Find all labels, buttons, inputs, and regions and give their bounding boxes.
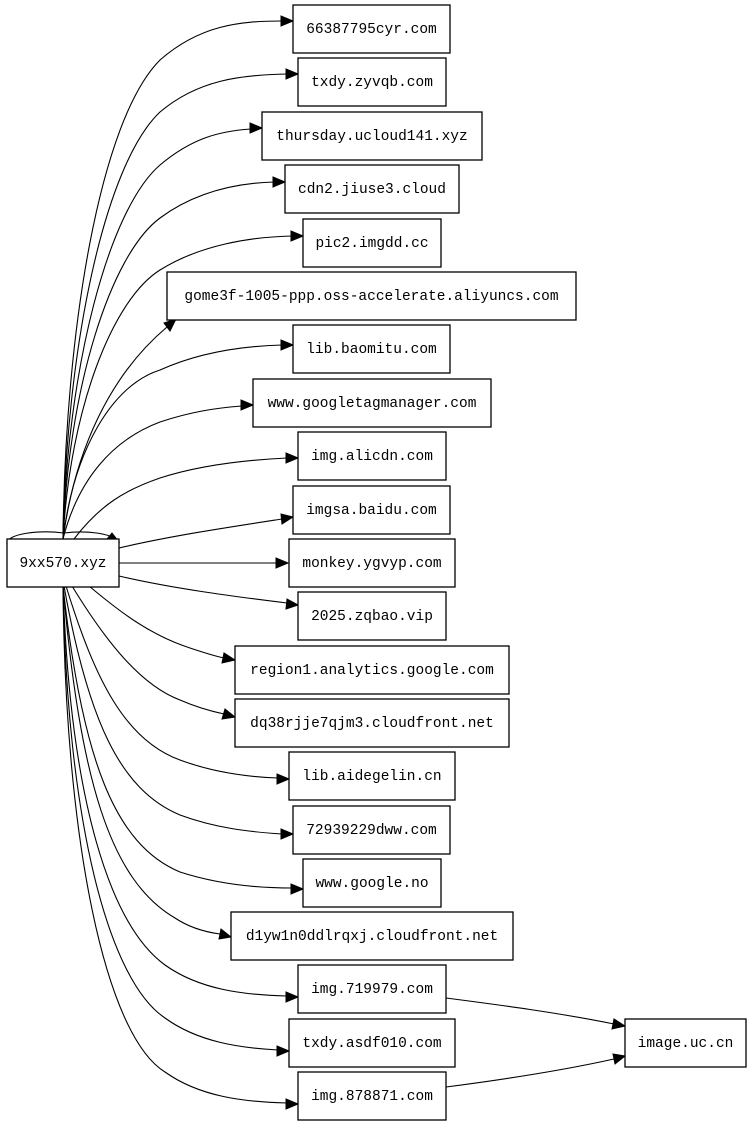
arrowhead [285, 1098, 300, 1110]
edge [62, 344, 283, 540]
node-target[interactable]: d1yw1n0ddlrqxj.cloudfront.net [230, 911, 514, 961]
edges [6, 15, 627, 1110]
node-source[interactable]: 9xx570.xyz [6, 538, 120, 588]
arrowhead [290, 883, 305, 895]
arrowhead [249, 122, 264, 134]
arrowhead [218, 928, 233, 940]
edge [88, 585, 225, 659]
arrowhead [280, 339, 295, 351]
node-target[interactable]: img.alicdn.com [297, 431, 447, 481]
arrowhead [240, 399, 255, 411]
node-target[interactable]: www.google.no [302, 858, 442, 908]
node-target[interactable]: img.719979.com [297, 964, 447, 1014]
node-target[interactable]: img.878871.com [297, 1071, 447, 1121]
node-target[interactable]: monkey.ygvyp.com [288, 538, 456, 588]
node-label: cdn2.jiuse3.cloud [298, 182, 446, 198]
node-target[interactable]: lib.baomitu.com [292, 324, 451, 374]
node-target[interactable]: imgsa.baidu.com [292, 485, 451, 535]
arrowhead [276, 1045, 291, 1057]
node-label: img.719979.com [311, 982, 433, 998]
node-target[interactable]: txdy.zyvqb.com [297, 57, 447, 107]
arrowhead [285, 452, 300, 464]
arrowhead [221, 652, 237, 664]
node-target[interactable]: 2025.zqbao.vip [297, 591, 447, 641]
arrowhead [612, 1053, 627, 1065]
node-label: monkey.ygvyp.com [302, 556, 441, 572]
arrowhead [280, 828, 295, 840]
node-label: d1yw1n0ddlrqxj.cloudfront.net [246, 929, 498, 945]
edge [62, 585, 279, 1051]
node-label: www.googletagmanager.com [268, 396, 477, 412]
arrowhead [276, 773, 291, 785]
edge [62, 326, 168, 540]
edge [73, 457, 288, 540]
arrowhead [280, 15, 295, 27]
node-target[interactable]: lib.aidegelin.cn [288, 751, 456, 801]
node-target[interactable]: txdy.asdf010.com [288, 1018, 456, 1068]
arrowhead [290, 230, 305, 242]
node-label: www.google.no [315, 876, 428, 892]
node-label: dq38rjje7qjm3.cloudfront.net [250, 716, 494, 732]
edge [62, 585, 221, 935]
node-target[interactable]: pic2.imgdd.cc [302, 218, 442, 268]
node-label: image.uc.cn [638, 1036, 734, 1052]
edge [71, 585, 225, 715]
edge [62, 128, 252, 540]
arrowhead [285, 68, 300, 80]
arrowhead [272, 176, 287, 188]
edge [62, 235, 293, 540]
nodes: 9xx570.xyz 66387795cyr.com txdy.zyvqb.co… [6, 4, 747, 1121]
edge [445, 1058, 615, 1088]
arrowhead [611, 1018, 627, 1030]
edge [118, 518, 283, 549]
node-label: img.878871.com [311, 1089, 433, 1105]
node-target[interactable]: 72939229dww.com [292, 805, 451, 855]
edge [118, 575, 288, 604]
edge [62, 73, 288, 540]
arrowhead [285, 991, 300, 1003]
node-label: region1.analytics.google.com [250, 663, 494, 679]
arrowhead [221, 708, 237, 720]
edge [62, 585, 288, 997]
node-label: lib.baomitu.com [306, 342, 437, 358]
node-label: gome3f-1005-ppp.oss-accelerate.aliyuncs.… [184, 289, 558, 305]
edge [62, 181, 275, 540]
node-label: imgsa.baidu.com [306, 503, 437, 519]
node-label: 9xx570.xyz [19, 556, 106, 572]
edge [62, 585, 293, 889]
node-label: thursday.ucloud141.xyz [276, 129, 467, 145]
edge [63, 585, 283, 835]
edge [62, 405, 243, 540]
node-target[interactable]: cdn2.jiuse3.cloud [284, 164, 460, 214]
node-target[interactable]: region1.analytics.google.com [234, 645, 510, 695]
edge [62, 585, 288, 1104]
node-label: txdy.zyvqb.com [311, 75, 433, 91]
node-target[interactable]: thursday.ucloud141.xyz [261, 111, 483, 161]
node-label: pic2.imgdd.cc [315, 236, 428, 252]
edge [445, 997, 615, 1025]
node-label: txdy.asdf010.com [302, 1036, 441, 1052]
node-label: 66387795cyr.com [306, 22, 437, 38]
arrowhead [163, 318, 177, 332]
node-target[interactable]: gome3f-1005-ppp.oss-accelerate.aliyuncs.… [166, 271, 577, 321]
node-label: 72939229dww.com [306, 823, 437, 839]
node-target[interactable]: dq38rjje7qjm3.cloudfront.net [234, 698, 510, 748]
arrowhead [280, 513, 295, 525]
edge [65, 585, 279, 779]
node-label: lib.aidegelin.cn [302, 769, 441, 785]
node-target[interactable]: 66387795cyr.com [292, 4, 451, 54]
arrowhead [285, 598, 300, 610]
node-target[interactable]: www.googletagmanager.com [252, 378, 492, 428]
arrowhead [275, 557, 290, 569]
node-label: img.alicdn.com [311, 449, 433, 465]
node-label: 2025.zqbao.vip [311, 609, 433, 625]
edge [62, 20, 283, 540]
node-final[interactable]: image.uc.cn [624, 1018, 747, 1068]
